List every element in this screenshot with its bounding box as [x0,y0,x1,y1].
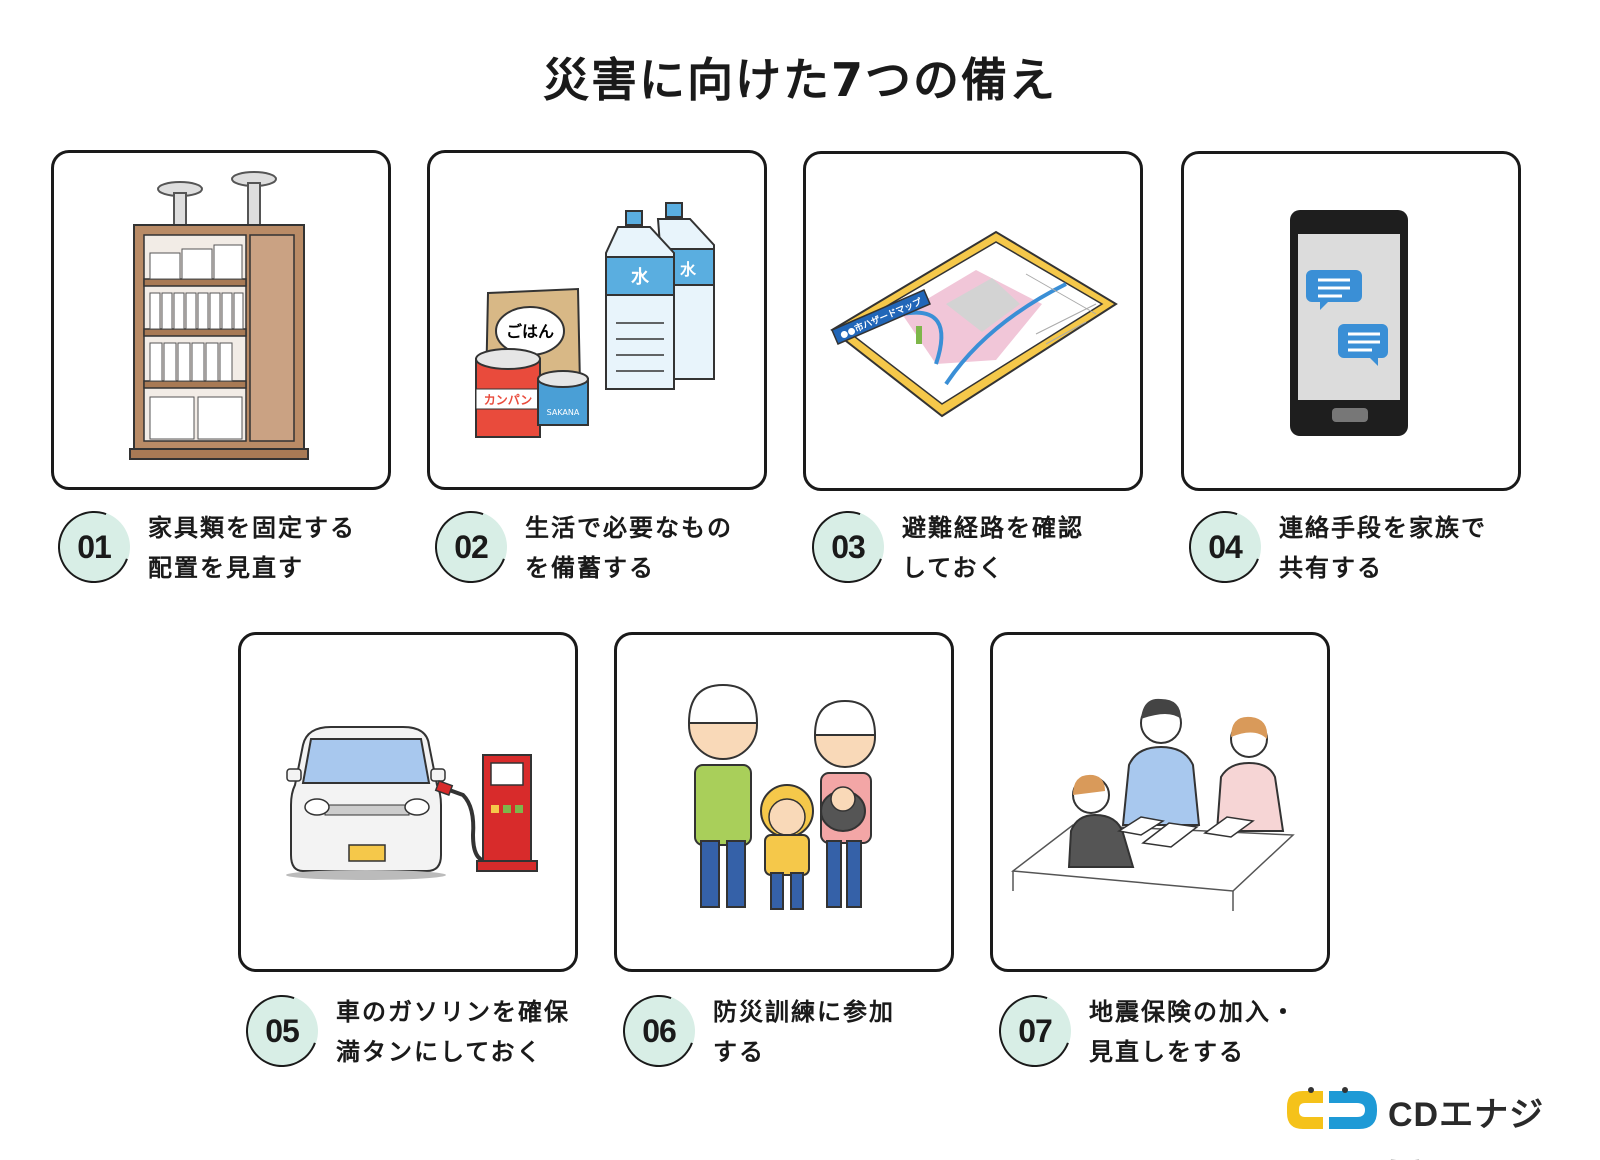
caption-line: 満タンにしておく [336,1038,543,1066]
caption-line: 生活で必要なもの [525,514,733,542]
caption-line: を備蓄する [525,554,655,582]
page-title: 災害に向けた7つの備え [542,53,1057,107]
card-01 [51,150,391,490]
number-label: 07 [1018,1013,1053,1049]
caption-line: 車のガソリンを確保 [336,998,570,1026]
caption-line: 家具類を固定する [148,514,356,542]
caption-line: 連絡手段を家族で [1279,514,1487,542]
caption-line: 防災訓練に参加 [713,998,895,1026]
number-label: 05 [265,1013,300,1049]
caption-line: する [713,1038,765,1066]
caption-02: 02 生活で必要なもの を備蓄する [423,499,795,595]
caption-07: 07 地震保険の加入・ 見直しをする [987,983,1359,1079]
caption-05: 05 車のガソリンを確保 満タンにしておく [234,983,606,1079]
card-03: ●●市ハザードマップ [803,151,1143,491]
fish-can-label: SAKANA [547,408,580,417]
caption-06: 06 防災訓練に参加 する [611,983,983,1079]
number-label: 03 [831,529,866,565]
emergency-supplies-icon: ごはん カンパン SAKANA 水 水 [475,202,715,438]
number-label: 04 [1208,529,1243,565]
insurance-consultation-icon [1011,698,1295,911]
caption-line: 共有する [1279,554,1383,582]
caption-line: 地震保険の加入・ [1089,998,1297,1026]
family-drill-icon [687,683,877,910]
caption-line: 配置を見直す [148,554,304,582]
card-04 [1181,151,1521,491]
water-label: 水 [680,260,697,279]
number-label: 06 [642,1013,677,1049]
can-label: カンパン [484,393,533,407]
caption-04: 04 連絡手段を家族で 共有する [1177,499,1549,595]
card-05 [238,632,578,972]
car-gas-station-icon [286,726,538,880]
cd-energy-logo-icon [1287,1087,1377,1129]
card-02: ごはん カンパン SAKANA 水 水 [427,150,767,490]
card-07 [990,632,1330,972]
card-06 [614,632,954,972]
smartphone-icon [1290,210,1408,436]
brand-name: CDエナジー [1388,1096,1545,1160]
number-label: 02 [454,529,489,565]
caption-line: しておく [902,554,1005,582]
caption-03: 03 避難経路を確認 しておく [800,499,1172,595]
hazard-map-icon: ●●市ハザードマップ [830,230,1118,418]
rice-label: ごはん [506,322,554,341]
number-label: 01 [77,529,112,565]
caption-line: 見直しをする [1089,1038,1245,1066]
water-label: 水 [631,266,650,288]
brand-logo: CDエナジー [1283,1083,1573,1160]
caption-line: 避難経路を確認 [902,514,1084,542]
caption-01: 01 家具類を固定する 配置を見直す [46,499,418,595]
bookshelf-icon [129,171,309,460]
